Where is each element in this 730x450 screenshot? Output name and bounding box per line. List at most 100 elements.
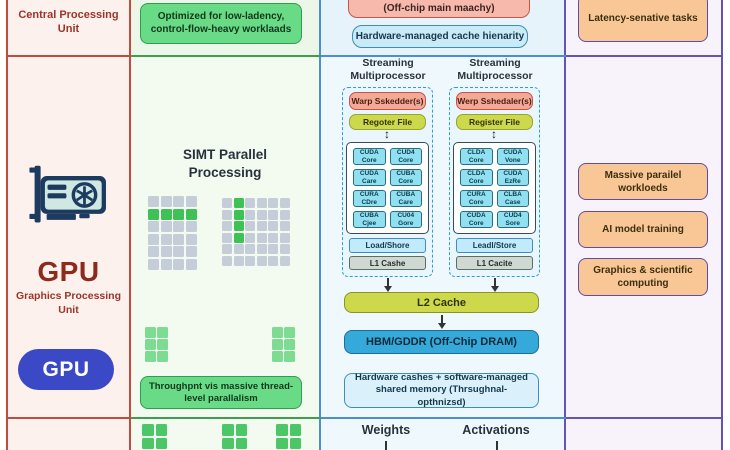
cpu-offchip-memory-box: (Off-chip main maachy) xyxy=(348,0,530,18)
grid-square xyxy=(279,209,290,220)
grid-square xyxy=(145,327,156,338)
grid-square xyxy=(256,255,267,266)
cuda-core-chip: CUDA Core xyxy=(460,211,493,228)
grid-square xyxy=(256,232,267,243)
activations-label: Activations xyxy=(462,423,530,437)
grid-square xyxy=(222,221,232,231)
grid-square xyxy=(185,208,197,220)
col1-divider xyxy=(129,0,131,450)
row1-divider-green xyxy=(131,55,321,57)
grid-square xyxy=(245,221,255,231)
cuda-core-chip: CU04 Gore xyxy=(389,211,422,228)
grid-square xyxy=(185,246,197,257)
grid-square xyxy=(222,244,232,254)
gpu-use-case-ai-training: AI model training xyxy=(578,211,708,248)
grid-square xyxy=(160,258,172,270)
grid-square xyxy=(272,351,283,362)
sm2-l1-cache-box: L1 Cacite xyxy=(456,256,533,270)
grid-square xyxy=(235,424,247,436)
cuda-core-chip: CURA CDre xyxy=(353,190,386,207)
grid-square xyxy=(279,198,290,208)
row2-divider-purple xyxy=(566,417,723,419)
grid-square xyxy=(148,221,159,232)
grid-square xyxy=(268,255,278,266)
col2-divider xyxy=(319,0,321,450)
grid-square xyxy=(148,208,159,220)
row2-divider-red xyxy=(6,417,131,419)
cuda-core-chip: CUBA Core xyxy=(389,169,422,186)
grid-square xyxy=(276,437,288,449)
sm2-updown-arrow-icon: ↕ xyxy=(491,127,497,141)
sm2-load-store-box: Leadl/Store xyxy=(456,238,533,253)
weights-label: Weights xyxy=(361,423,411,437)
grid-square xyxy=(276,424,288,436)
grid-square xyxy=(173,208,184,220)
grid-square xyxy=(148,258,159,270)
gpu-card-icon xyxy=(29,165,106,223)
grid-square xyxy=(160,196,172,207)
grid-square xyxy=(268,232,278,243)
l2-to-dram-arrow xyxy=(441,315,443,323)
sm1-l1-cache-box: L1 Cashe xyxy=(349,256,426,270)
sm1-register-file-box: Regoter File xyxy=(349,114,426,130)
cpu-use-case-box: Latency-senative tasks xyxy=(578,0,708,42)
bottom-thread-grid-2 xyxy=(222,424,247,449)
row2-divider-blue xyxy=(321,417,566,419)
cpu-unit-label: Central Processing Unit xyxy=(18,9,119,36)
sm1-updown-arrow-icon: ↕ xyxy=(384,127,390,141)
grid-square xyxy=(222,437,234,449)
sm1-to-l2-arrowhead xyxy=(384,286,392,292)
grid-square xyxy=(233,221,244,231)
grid-square xyxy=(256,221,267,231)
grid-square xyxy=(222,209,232,220)
grid-square xyxy=(142,437,154,449)
grid-square xyxy=(233,232,244,243)
gpu-memory-note-box: Hardware cashes + software-managed share… xyxy=(344,372,539,408)
grid-square xyxy=(268,209,278,220)
gpu-pill-badge: GPU xyxy=(18,349,114,390)
sm2-to-l2-arrowhead xyxy=(491,286,499,292)
grid-square xyxy=(160,221,172,232)
activations-connector-line xyxy=(496,441,498,450)
row2-divider-green xyxy=(131,417,321,419)
l2-cache-box: L2 Cache xyxy=(344,292,539,313)
grid-square xyxy=(155,437,167,449)
cuda-core-chip: CLBA Case xyxy=(496,190,529,207)
grid-square xyxy=(222,198,232,208)
grid-square xyxy=(289,424,301,436)
gpu-unit-sublabel: Graphics Processing Unit xyxy=(15,290,122,316)
grid-square xyxy=(148,246,159,257)
simt-thread-grid-b xyxy=(222,198,290,266)
grid-square xyxy=(160,233,172,245)
cuda-core-chip: CLDA Core xyxy=(460,169,493,186)
cuda-core-chip: CURA Core xyxy=(460,190,493,207)
grid-square xyxy=(279,232,290,243)
grid-square xyxy=(155,424,167,436)
grid-square xyxy=(268,198,278,208)
grid-square xyxy=(284,327,295,338)
bottom-thread-grid-3 xyxy=(276,424,301,449)
sm2-to-l2-arrow xyxy=(494,278,496,286)
grid-square xyxy=(160,208,172,220)
grid-square xyxy=(245,209,255,220)
cuda-core-chip: CUDA Core xyxy=(353,148,386,165)
grid-square xyxy=(233,255,244,266)
grid-square xyxy=(160,246,172,257)
grid-square xyxy=(145,339,156,350)
row1-divider-red xyxy=(6,55,131,57)
cuda-core-chip: CLDA Core xyxy=(460,148,493,165)
cuda-core-chip: CUBA Cjee xyxy=(353,211,386,228)
grid-square xyxy=(185,258,197,270)
grid-square xyxy=(284,339,295,350)
grid-square xyxy=(268,221,278,231)
sm1-title: Streaming Multiprocessor xyxy=(350,57,426,83)
grid-square xyxy=(148,196,159,207)
grid-square xyxy=(222,255,232,266)
grid-square xyxy=(173,246,184,257)
row1-divider-blue xyxy=(321,55,566,57)
sm2-title: Streaming Multiprocessor xyxy=(457,57,533,83)
grid-square xyxy=(245,244,255,254)
